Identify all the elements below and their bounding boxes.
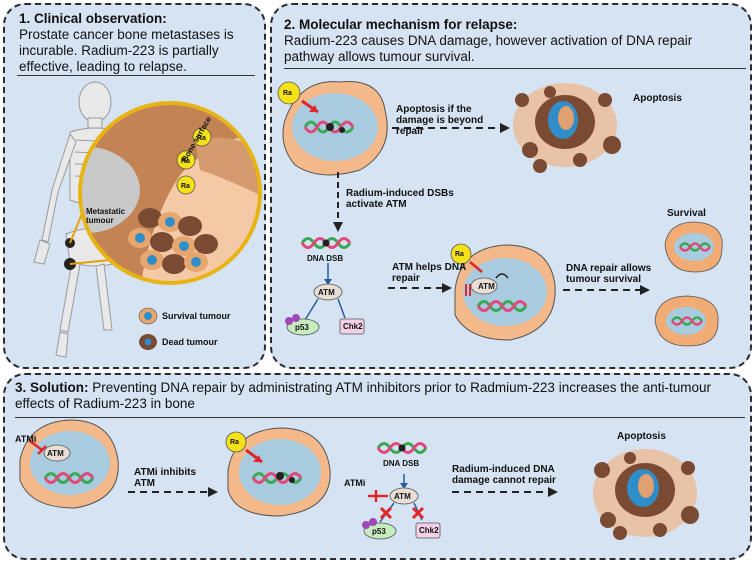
p53-label: p53 <box>295 323 309 332</box>
atmi-inhibits-label: ATMi inhibits ATM <box>134 467 197 489</box>
p53-protein-icon <box>363 522 397 540</box>
radium-atom-icon <box>176 127 212 195</box>
apoptotic-cell-icon <box>593 449 699 540</box>
atm-label: ATM <box>318 288 335 297</box>
panel1-divider <box>17 75 255 76</box>
ra-label: Ra <box>230 439 239 446</box>
panel2-title: 2. Molecular mechanism for relapse: <box>284 17 518 32</box>
panel1-text: Prostate cancer bone metastases is incur… <box>19 27 234 74</box>
panel2-title-block: 2. Molecular mechanism for relapse: Radi… <box>284 17 744 65</box>
atmi-label: ATMi <box>15 434 37 444</box>
chk2-label: Chk2 <box>343 322 363 331</box>
legend-survival-tumour-icon <box>138 307 158 325</box>
metastatic-tumour-cluster <box>128 208 218 274</box>
dna-damaged-icon <box>303 120 355 134</box>
panel3-text: Preventing DNA repair by administrating … <box>15 380 712 411</box>
ra-label: Ra <box>283 90 292 97</box>
p53-label: p53 <box>372 527 386 536</box>
atm-in-cell-label: ATM <box>47 449 64 458</box>
tumour-cell-atmi <box>19 419 119 509</box>
panel1-title: 1. Clinical observation: <box>19 11 167 26</box>
atm-protein-icon <box>389 487 419 505</box>
ra-label: Ra <box>197 135 206 142</box>
atmi-label: ATMi <box>344 478 366 488</box>
legend-survival-label: Survival tumour <box>162 311 231 321</box>
panel1-title-block: 1. Clinical observation: Prostate cancer… <box>19 11 259 75</box>
legend-dead-tumour-icon <box>139 334 157 350</box>
survival-cell-icon <box>664 221 723 273</box>
apoptosis-label-bottom: Apoptosis <box>617 431 666 442</box>
panel3-divider <box>15 417 745 418</box>
repair-allows-label: DNA repair allows tumour survival <box>566 263 652 285</box>
radium-atom-icon <box>450 243 472 265</box>
radium-atom-icon <box>225 431 247 453</box>
dna-dsb-icon <box>376 442 428 454</box>
chk2-protein-icon <box>415 522 441 539</box>
p53-protein-icon <box>286 318 320 336</box>
dsb-activate-label: Radium-induced DSBs activate ATM <box>346 188 454 210</box>
chk2-protein-icon <box>339 318 365 335</box>
survival-label: Survival <box>667 208 706 219</box>
dna-dsb-label: DNA DSB <box>383 459 420 468</box>
panel2-divider <box>284 68 746 69</box>
metastatic-tumour-label: Metastatic tumour <box>86 207 126 225</box>
radium-atom-icon <box>277 81 301 105</box>
atm-protein-icon <box>313 283 343 301</box>
apoptosis-if-label: Apoptosis if the damage is beyond repair <box>396 104 484 137</box>
apoptotic-cell-icon <box>513 83 621 173</box>
ra-label: Ra <box>181 183 190 190</box>
tumour-cell-irradiated-inhibited <box>227 427 331 517</box>
legend-dead-label: Dead tumour <box>162 337 218 347</box>
atm-label: ATM <box>394 492 411 501</box>
dna-dsb-label: DNA DSB <box>307 254 344 263</box>
survival-cell-icon <box>654 295 719 347</box>
panel3-title: 3. Solution: <box>15 380 89 395</box>
chk2-label: Chk2 <box>419 526 439 535</box>
panel2-text: Radium-223 causes DNA damage, however ac… <box>284 33 693 64</box>
cannot-repair-label: Radium-induced DNA damage cannot repair <box>452 464 556 486</box>
atm-helps-label: ATM helps DNA repair <box>392 262 466 284</box>
dna-dsb-icon <box>300 237 352 249</box>
ra-label: Ra <box>181 158 190 165</box>
atm-in-cell-label: ATM <box>478 282 495 291</box>
ra-label: Ra <box>455 251 464 258</box>
panel3-title-block: 3. Solution: Preventing DNA repair by ad… <box>15 380 745 412</box>
apoptosis-label-top: Apoptosis <box>633 93 682 104</box>
